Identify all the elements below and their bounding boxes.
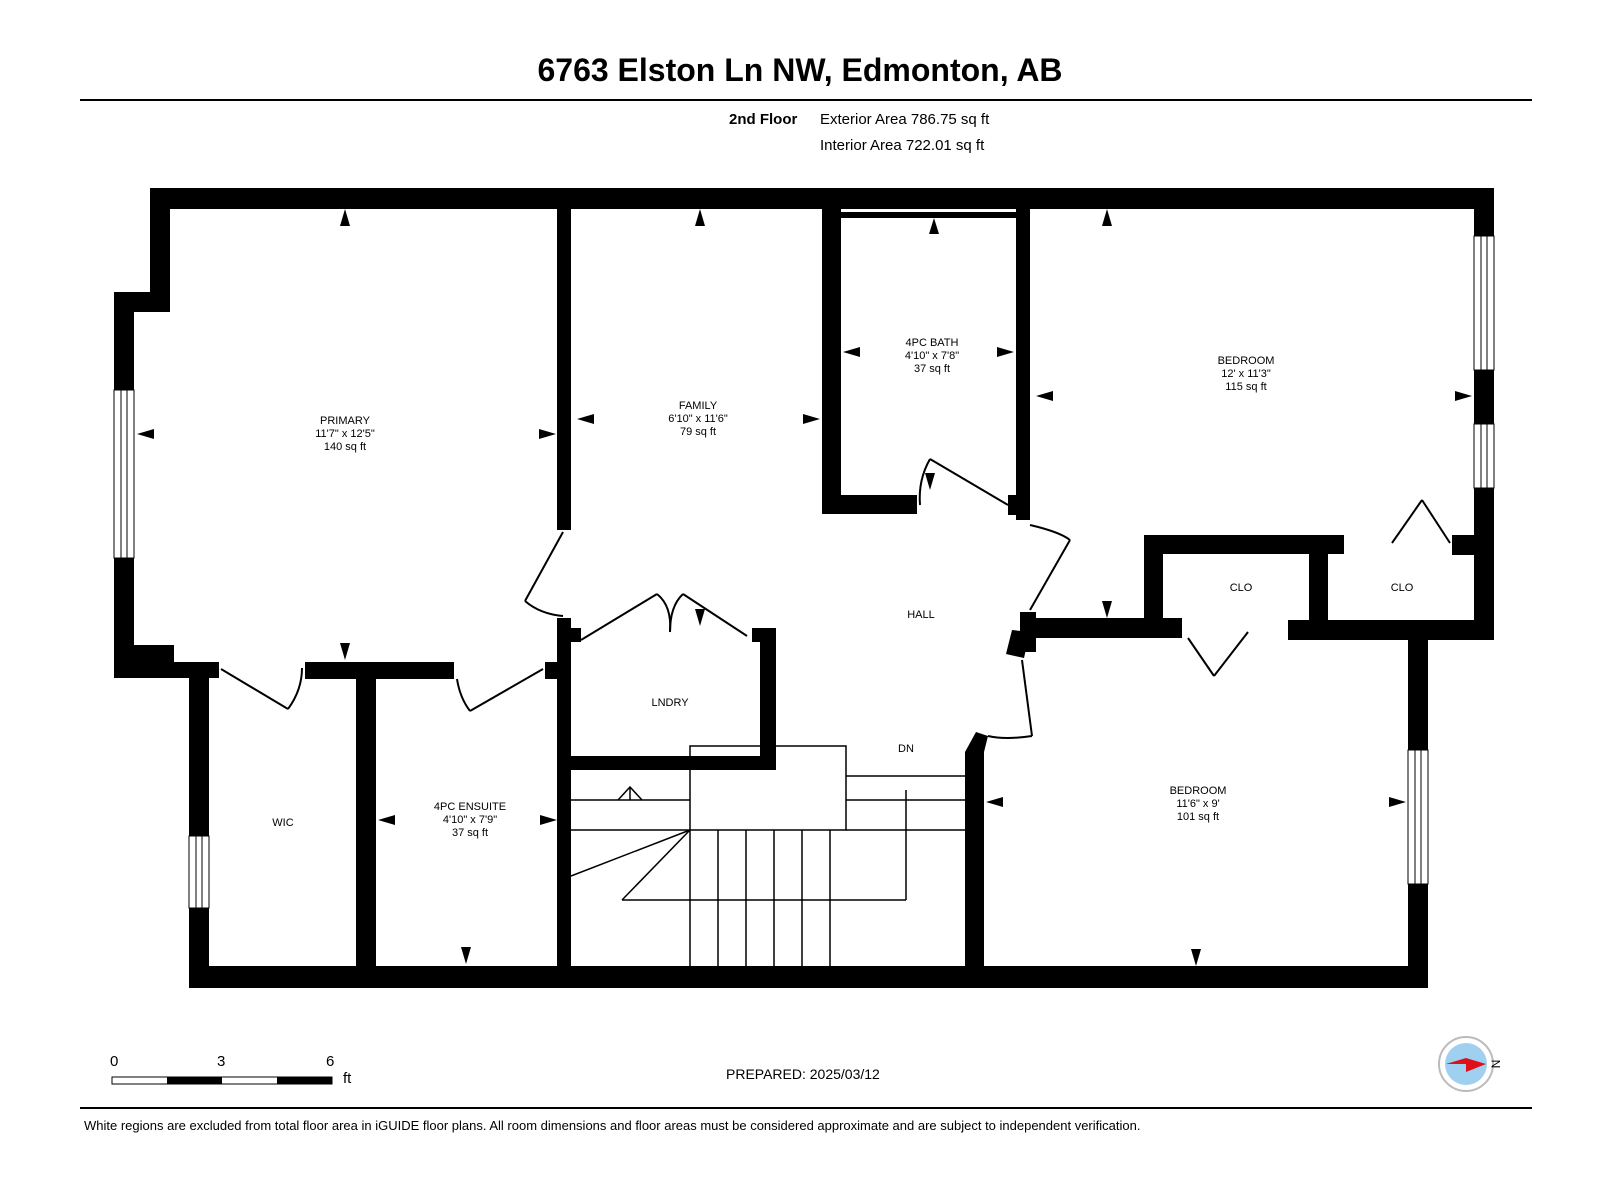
room-dn: DN [898,743,914,755]
room-bath-dims: 4'10" x 7'8" [905,350,959,362]
room-bedroom1-dims: 12' x 11'3" [1221,368,1271,380]
room-bedroom2-area: 101 sq ft [1177,811,1219,823]
room-family-dims: 6'10" x 11'6" [668,413,728,425]
room-bath-area: 37 sq ft [914,363,950,375]
room-clo1: CLO [1230,582,1253,594]
stairs [570,745,965,966]
page-title: 6763 Elston Ln NW, Edmonton, AB [537,52,1063,88]
floor-label: 2nd Floor [729,111,798,128]
room-family-name: FAMILY [679,400,718,412]
room-hall: HALL [907,609,935,621]
footer-rule [80,1107,1532,1109]
room-ensuite-area: 37 sq ft [452,827,488,839]
scale-tick-3: 3 [217,1053,226,1070]
room-bath-name: 4PC BATH [906,337,959,349]
scale-tick-6: 6 [326,1053,335,1070]
room-bedroom2-dims: 11'6" x 9' [1176,798,1219,810]
header-rule [80,99,1532,101]
room-bedroom1-name: BEDROOM [1218,355,1275,367]
interior-area: Interior Area 722.01 sq ft [820,137,985,154]
room-wic: WIC [272,817,293,829]
room-bedroom2-name: BEDROOM [1170,785,1227,797]
walls [114,188,1494,988]
room-primary-name: PRIMARY [320,415,371,427]
scale-tick-0: 0 [110,1053,119,1070]
room-bedroom1-area: 115 sq ft [1225,381,1266,393]
room-primary-area: 140 sq ft [324,441,366,453]
compass-label: N [1488,1059,1503,1069]
exterior-area: Exterior Area 786.75 sq ft [820,111,990,128]
room-lndry: LNDRY [651,697,689,709]
prepared-date: PREPARED: 2025/03/12 [726,1066,880,1082]
room-clo2: CLO [1391,582,1414,594]
compass-icon [1438,1036,1494,1092]
room-ensuite-name: 4PC ENSUITE [434,801,506,813]
room-family-area: 79 sq ft [680,426,716,438]
doors [220,458,1451,739]
scale-unit: ft [343,1070,352,1087]
scale-bar [111,1076,333,1085]
footer-disclaimer: White regions are excluded from total fl… [84,1118,1141,1133]
dimension-arrows [137,209,1472,966]
room-labels: PRIMARY 11'7" x 12'5" 140 sq ft FAMILY 6… [272,337,1413,839]
room-primary-dims: 11'7" x 12'5" [315,428,375,440]
room-ensuite-dims: 4'10" x 7'9" [443,814,497,826]
windows [113,235,1495,909]
